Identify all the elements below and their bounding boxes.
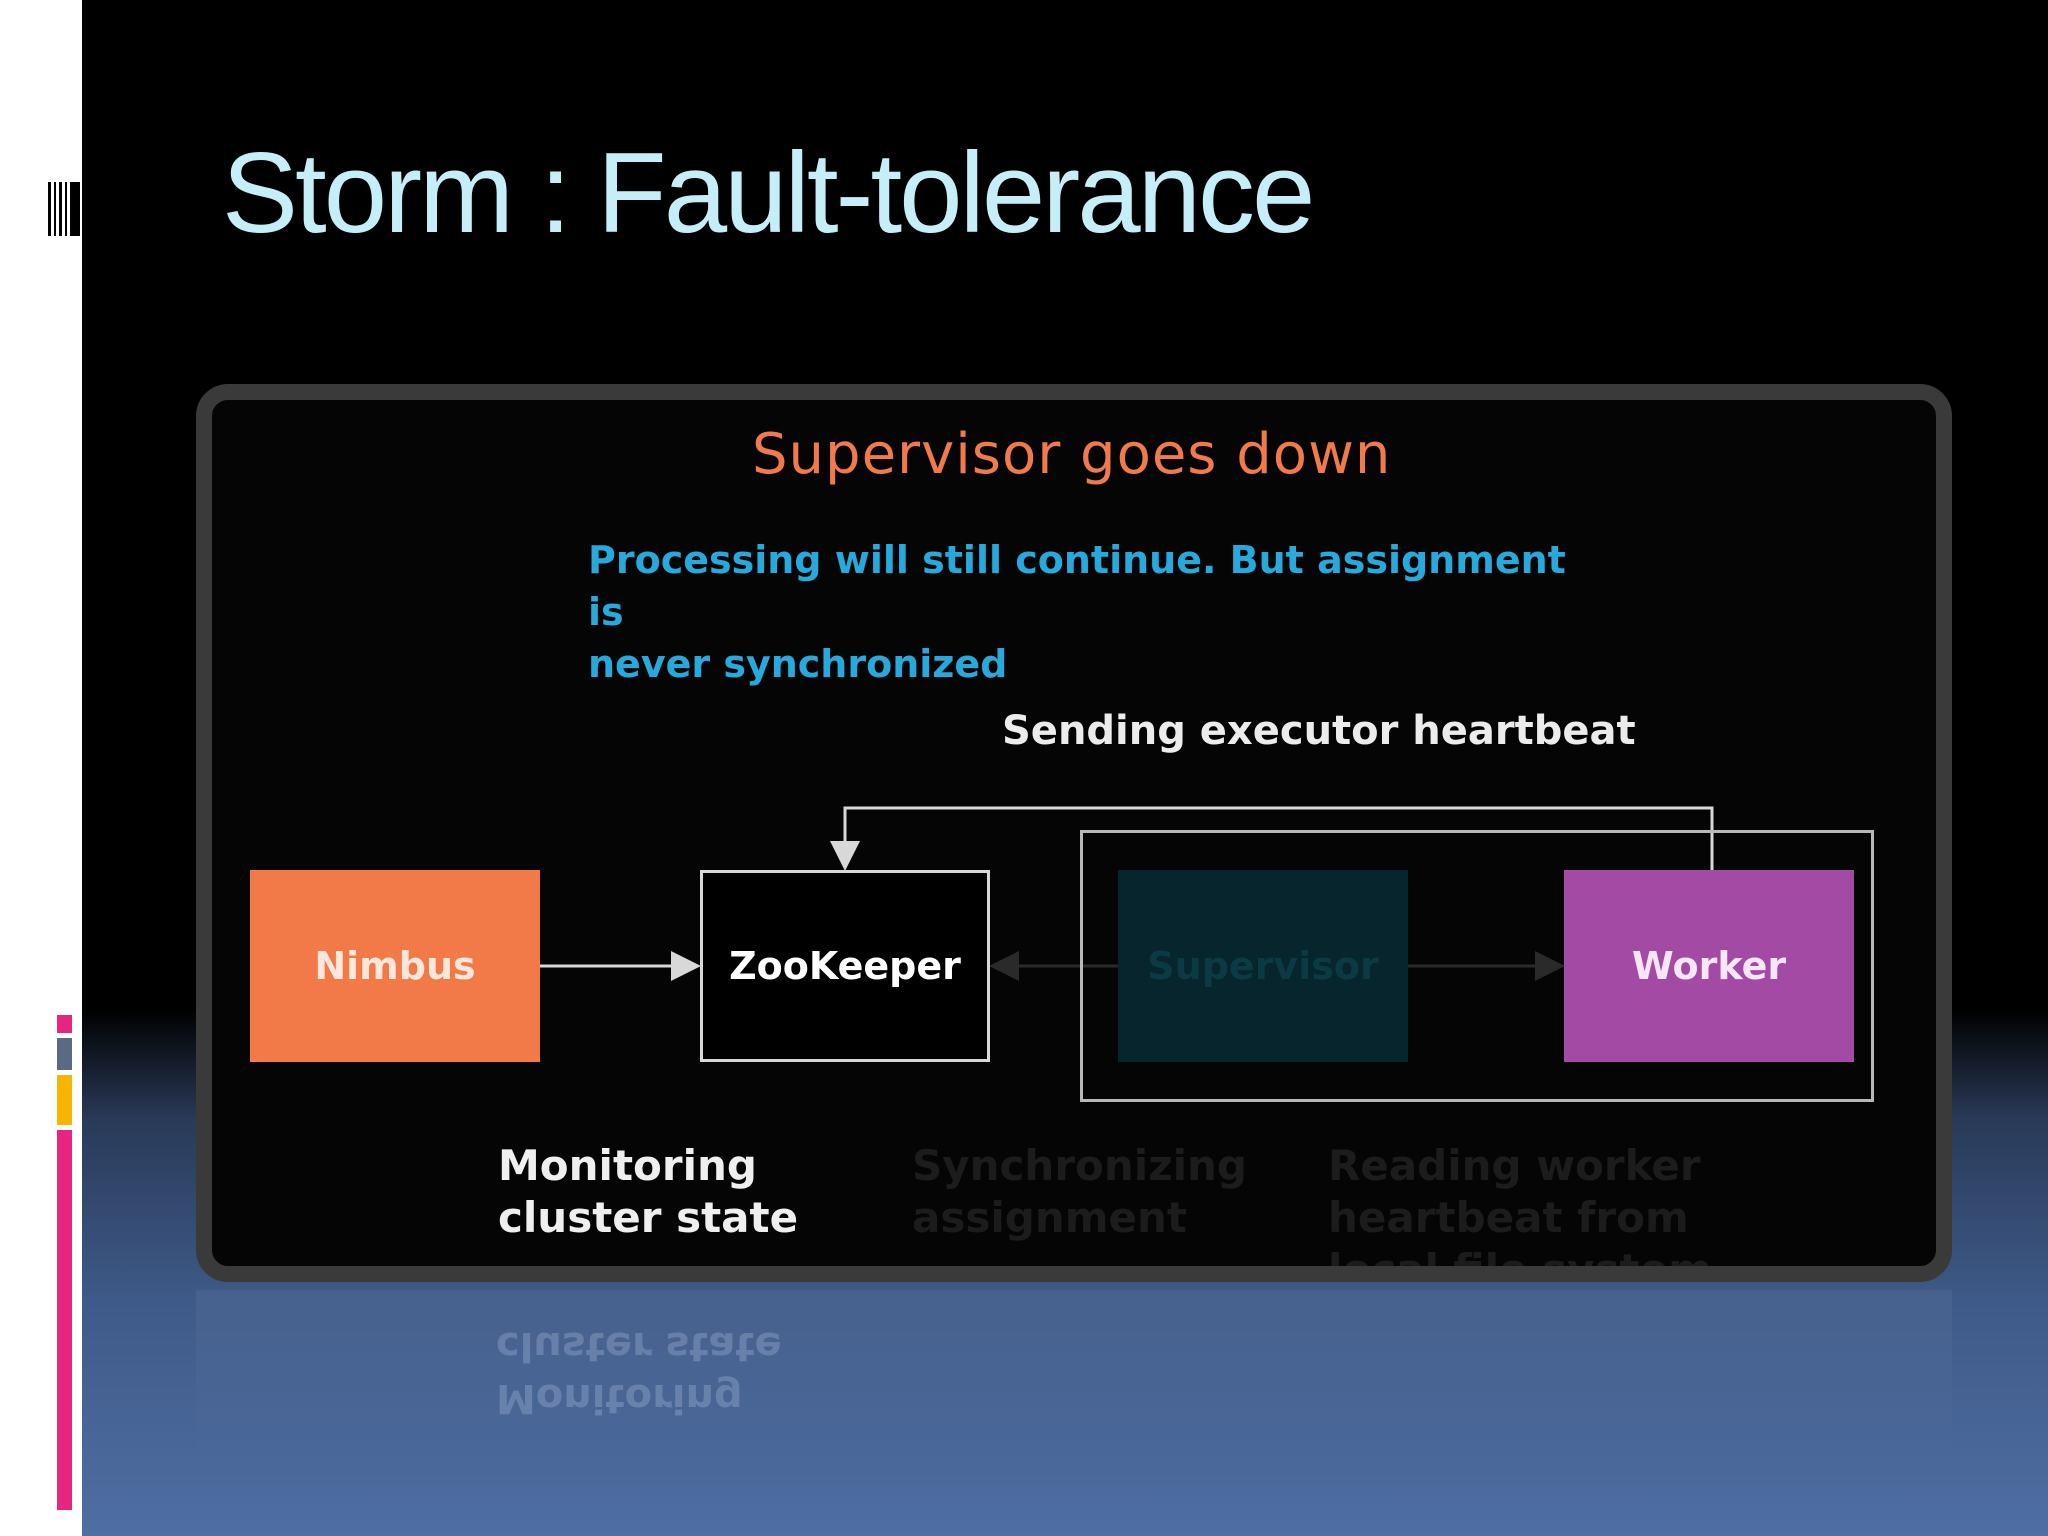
supervisor-node: Supervisor [1118, 870, 1408, 1062]
caption-line: cluster state [498, 1193, 799, 1242]
connector-lines [540, 806, 1714, 981]
barcode-decoration [48, 182, 80, 236]
diagram-subtitle: Processing will still continue. But assi… [588, 534, 1588, 690]
caption-line: heartbeat from [1328, 1193, 1689, 1242]
accent-bar [57, 1038, 72, 1070]
reflection-text: Monitoring cluster state [496, 1323, 782, 1421]
accent-bar [57, 1130, 72, 1510]
panel-reflection: Monitoring cluster state [196, 1290, 1952, 1460]
subtitle-line: never synchronized [588, 642, 1008, 686]
heartbeat-label: Sending executor heartbeat [1002, 708, 1636, 754]
caption-line: Monitoring [498, 1141, 757, 1190]
worker-node: Worker [1564, 870, 1854, 1062]
zookeeper-label: ZooKeeper [729, 944, 961, 988]
arrow-worker-heartbeat-to-zookeeper [830, 806, 1714, 871]
caption-synchronizing: Synchronizing assignment [912, 1140, 1247, 1244]
accent-bar [57, 1015, 72, 1033]
diagram-heading: Supervisor goes down [752, 422, 1392, 487]
nimbus-node: Nimbus [250, 870, 540, 1062]
nimbus-label: Nimbus [314, 944, 476, 988]
supervisor-label: Supervisor [1147, 944, 1379, 988]
diagram-panel: Supervisor goes down Processing will sti… [196, 384, 1952, 1282]
caption-line: Synchronizing [912, 1141, 1247, 1190]
caption-line: assignment [912, 1193, 1187, 1242]
left-strip [0, 0, 82, 1536]
accent-bar [57, 1075, 72, 1125]
worker-label: Worker [1631, 944, 1787, 988]
supervisor-group-frame [1080, 830, 1874, 1102]
caption-reading: Reading worker heartbeat from local file… [1328, 1140, 1712, 1282]
caption-monitoring: Monitoring cluster state [498, 1140, 798, 1244]
subtitle-line: Processing will still continue. But assi… [588, 538, 1566, 634]
slide-title: Storm : Fault-tolerance [222, 130, 1315, 257]
caption-sending: Sending heartbeat [912, 1260, 1354, 1266]
zookeeper-node: ZooKeeper [700, 870, 990, 1062]
caption-line: Reading worker [1328, 1141, 1701, 1190]
caption-line: local file system [1328, 1245, 1712, 1282]
